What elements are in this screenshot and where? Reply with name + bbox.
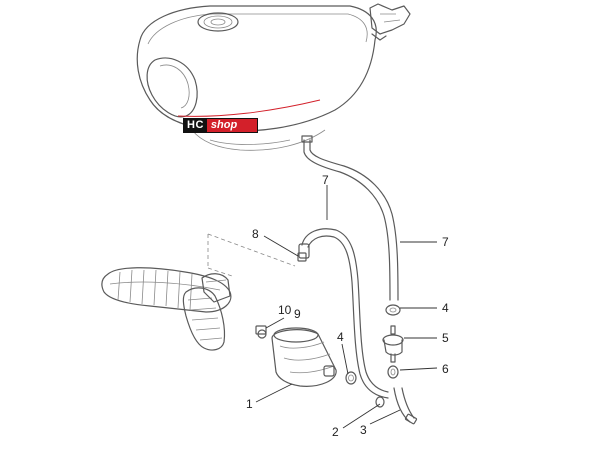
intake-hoses	[101, 267, 232, 351]
callout-10: 10	[278, 303, 292, 317]
logo-hc-text: HC	[184, 119, 207, 132]
lower-hose	[375, 387, 418, 425]
callout-1: 1	[246, 397, 253, 411]
hose-right	[301, 135, 399, 301]
callout-2: 2	[332, 425, 339, 439]
hose-left	[298, 228, 389, 399]
logo-shop-text: shop	[206, 119, 257, 132]
callout-6: 6	[442, 362, 449, 376]
callouts: 7 7 8 10 9 4 4 5 6 1 2 3	[246, 173, 449, 439]
valve-assembly	[382, 304, 404, 379]
fuel-tank	[136, 3, 411, 151]
callout-7-right: 7	[442, 235, 449, 249]
small-clamp-8	[297, 252, 307, 262]
hose-clamp-lower	[345, 371, 357, 385]
leader-lines	[255, 185, 438, 429]
callout-7-left: 7	[322, 173, 329, 187]
callout-5: 5	[442, 331, 449, 345]
hcshop-logo: HC shop	[183, 118, 258, 133]
callout-8: 8	[252, 227, 259, 241]
callout-4-lower: 4	[337, 330, 344, 344]
carbon-canister	[255, 325, 337, 387]
mount-dashes	[207, 233, 296, 277]
callout-9: 9	[294, 307, 301, 321]
callout-4-upper: 4	[442, 301, 449, 315]
callout-3: 3	[360, 423, 367, 437]
